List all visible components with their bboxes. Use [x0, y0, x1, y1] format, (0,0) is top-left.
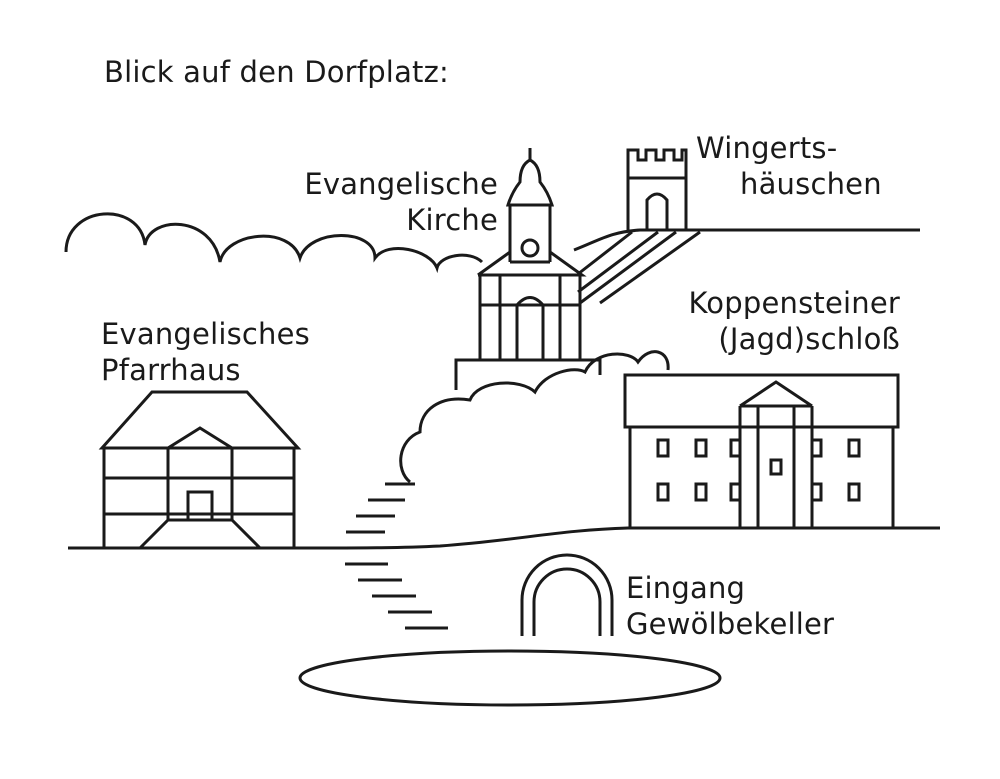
label-evangelisches-pfarrhaus: Evangelisches Pfarrhaus [101, 316, 310, 388]
koppensteiner-schloss-building [623, 373, 900, 528]
ground-line [68, 526, 940, 550]
label-schloss-line-1: Koppensteiner [688, 286, 900, 320]
gewoelbekeller-entrance [520, 553, 614, 636]
label-koppensteiner-schloss: Koppensteiner (Jagd)schloß [640, 285, 900, 357]
label-wingertshaeuschen: Wingerts- häuschen [696, 130, 882, 202]
schloss-windows [656, 438, 861, 502]
label-wingert-line-1: Wingerts- [696, 131, 838, 165]
label-schloss-line-2: (Jagd)schloß [718, 322, 900, 356]
label-eingang-gewoelbekeller: Eingang Gewölbekeller [626, 570, 834, 642]
label-pfarrhaus-line-1: Evangelisches [101, 317, 310, 351]
wingertshaeuschen-building [626, 148, 688, 230]
label-pfarrhaus-line-2: Pfarrhaus [101, 353, 241, 387]
bush-cluster [399, 350, 670, 484]
vineyard-rows [577, 230, 701, 305]
tree-line [64, 212, 484, 274]
label-keller-line-2: Gewölbekeller [626, 607, 835, 641]
label-kirche-line-1: Evangelische [304, 167, 498, 201]
vineyard-hill [573, 228, 920, 252]
village-pond [298, 649, 722, 707]
pfarrhaus-building [98, 390, 302, 550]
label-wingert-line-2: häuschen [740, 167, 882, 201]
label-keller-line-1: Eingang [626, 571, 746, 605]
page-title: Blick auf den Dorfplatz: [104, 55, 449, 89]
label-evangelische-kirche: Evangelische Kirche [262, 166, 498, 238]
evangelische-kirche-building [454, 148, 602, 390]
stairs [345, 482, 448, 630]
label-kirche-line-2: Kirche [406, 203, 498, 237]
